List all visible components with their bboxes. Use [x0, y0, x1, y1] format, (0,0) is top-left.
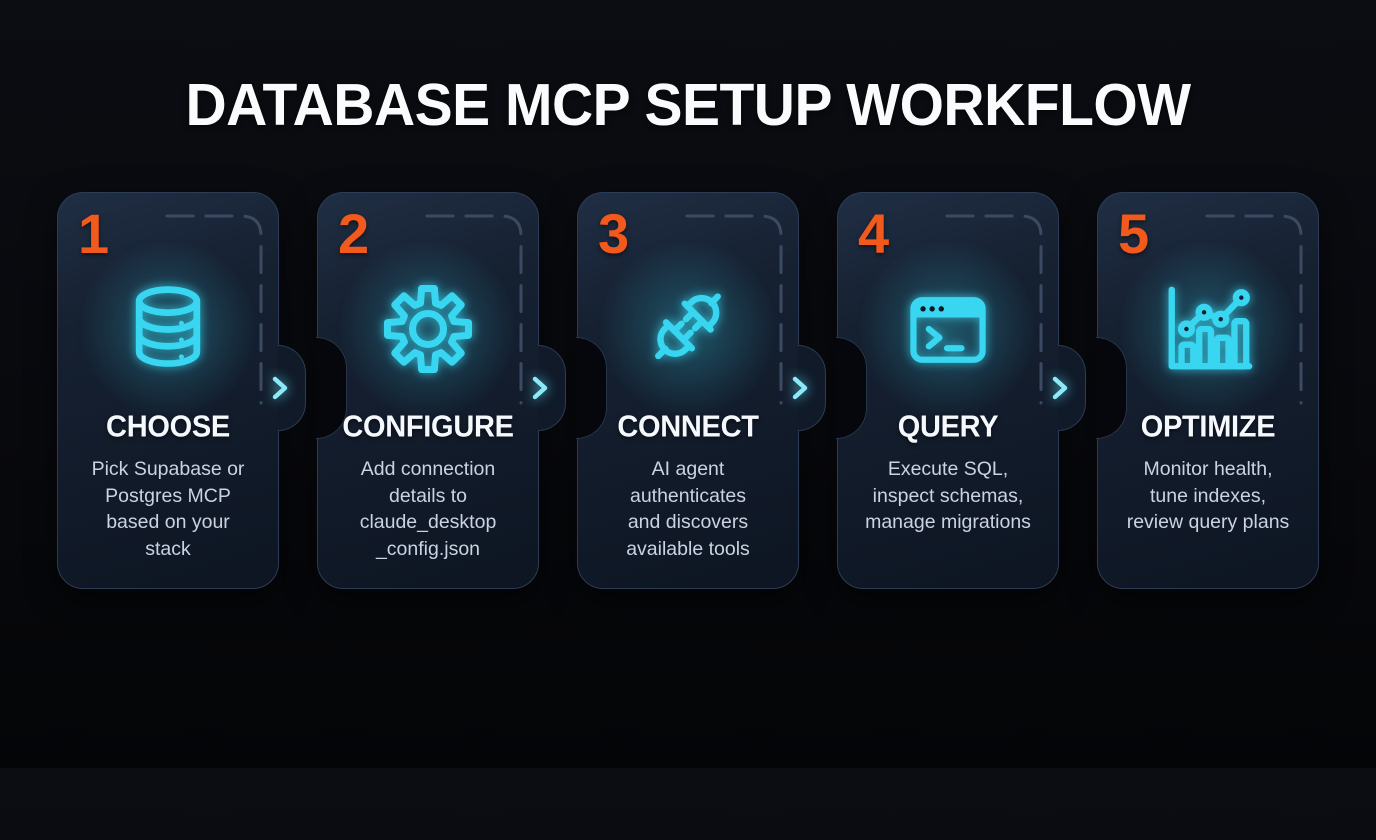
gear-icon: [384, 285, 472, 373]
step-card-configure: 2 CONFIGURE Add connection details to cl…: [316, 192, 566, 589]
corner-bracket-decoration: [1205, 214, 1303, 405]
step-description: Add connection details to claude_desktop…: [359, 458, 497, 560]
step-heading: CHOOSE: [106, 410, 230, 444]
connector-tab: [272, 345, 306, 431]
corner-bracket-decoration: [945, 214, 1043, 405]
corner-bracket-decoration: [685, 214, 783, 405]
step-number: 5: [1118, 202, 1150, 265]
step-card-query: 4 QUERY Execute SQL, inspect schemas, ma…: [836, 192, 1086, 589]
database-icon: [135, 286, 201, 367]
step-number: 4: [858, 202, 890, 265]
icon-glow: [336, 243, 520, 415]
chart-icon: [1168, 286, 1253, 370]
corner-bracket-decoration: [165, 214, 263, 405]
arrow-right-icon: [272, 376, 288, 400]
step-heading: CONNECT: [617, 410, 759, 444]
page-title: DATABASE MCP SETUP WORKFLOW: [185, 71, 1191, 139]
step-description: Pick Supabase or Postgres MCP based on y…: [91, 458, 245, 560]
icon-glow: [596, 243, 780, 415]
step-card-choose: 1 CHOOSE Pick Supabase or Postgres MCP b…: [57, 192, 306, 589]
connector-tab: [1052, 345, 1086, 431]
connector-notch: [316, 337, 347, 439]
step-number: 1: [78, 202, 110, 265]
step-card-optimize: 5 OPTIMIZE Monitor health, tune indexes,…: [1096, 192, 1319, 589]
step-card-connect: 3 CONNECT AI age: [576, 192, 826, 589]
step-heading: OPTIMIZE: [1140, 410, 1276, 444]
workflow-steps-row: 1 CHOOSE Pick Supabase or Postgres MCP b…: [57, 192, 1319, 589]
step-heading: QUERY: [897, 410, 999, 444]
step-number: 2: [338, 202, 370, 265]
arrow-right-icon: [532, 376, 548, 400]
connector-tab: [792, 345, 826, 431]
step-description: Monitor health, tune indexes, review que…: [1126, 458, 1290, 534]
corner-bracket-decoration: [425, 214, 523, 405]
arrow-right-icon: [1052, 376, 1068, 400]
step-description: Execute SQL, inspect schemas, manage mig…: [865, 458, 1031, 534]
icon-glow: [856, 243, 1040, 415]
connector-tab: [532, 345, 566, 431]
step-description: AI agent authenticates and discovers ava…: [626, 458, 750, 560]
step-number: 3: [598, 202, 630, 265]
plug-icon: [655, 293, 721, 360]
step-heading: CONFIGURE: [342, 410, 514, 444]
arrow-right-icon: [792, 376, 808, 400]
terminal-icon: [910, 297, 986, 363]
